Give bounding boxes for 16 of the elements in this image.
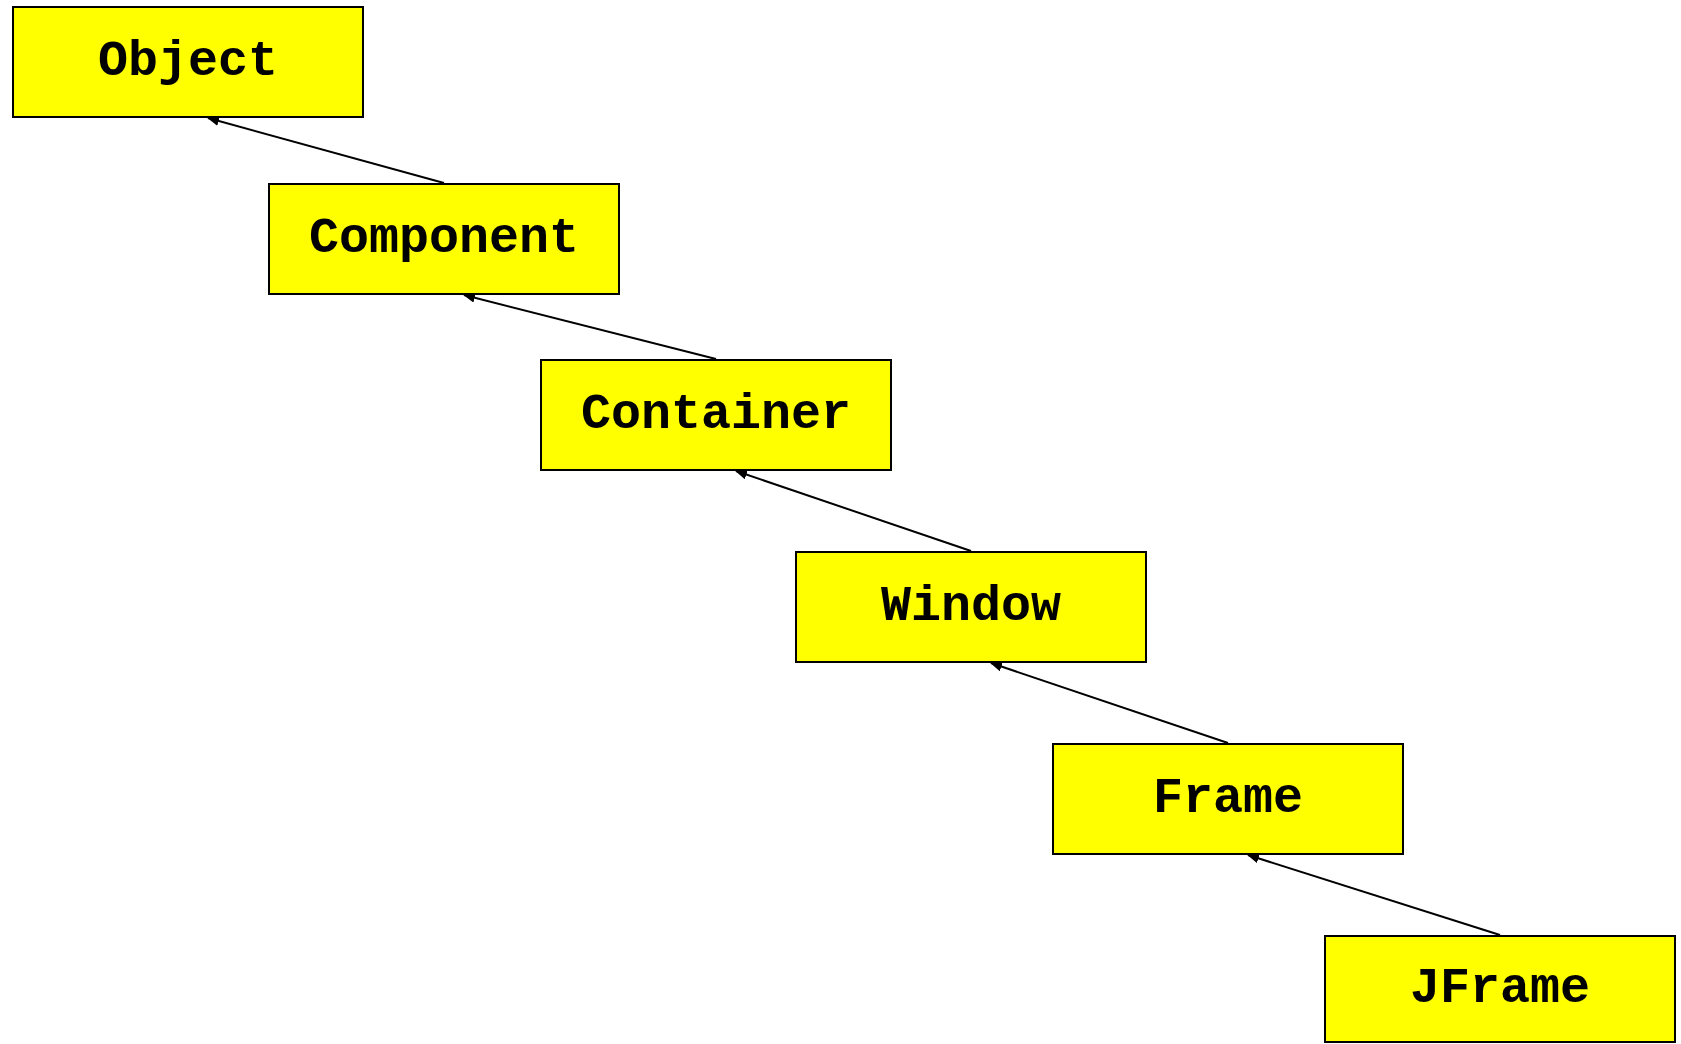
class-name: Window xyxy=(881,582,1061,632)
class-box xyxy=(1052,743,1404,855)
arrow xyxy=(1247,853,1501,936)
class-box xyxy=(268,183,620,295)
class-box xyxy=(12,6,364,118)
class-box xyxy=(540,359,892,471)
class-name: JFrame xyxy=(1410,964,1590,1014)
class-name: Component xyxy=(308,214,579,264)
class-name: Container xyxy=(580,390,851,440)
arrow xyxy=(735,469,972,552)
arrow xyxy=(207,116,445,184)
class-box xyxy=(1324,935,1676,1043)
class-name: Frame xyxy=(1153,774,1303,824)
arrow xyxy=(990,661,1229,744)
class-name: Object xyxy=(98,37,278,87)
class-box xyxy=(795,551,1147,663)
